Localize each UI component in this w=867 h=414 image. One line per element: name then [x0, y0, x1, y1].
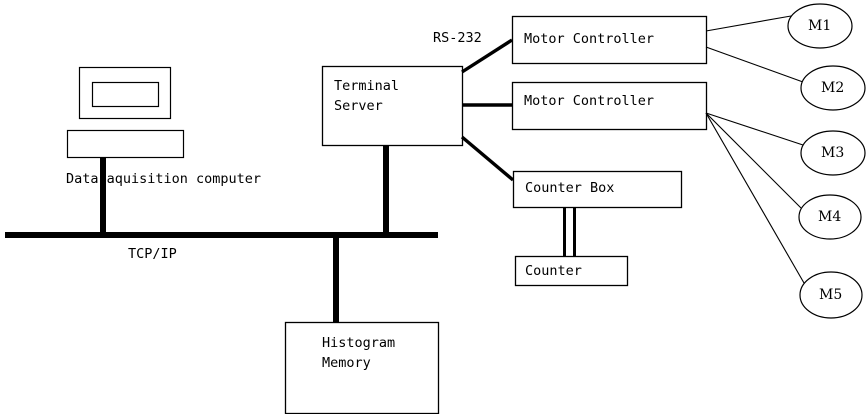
tcp-ip-label: TCP/IP — [128, 246, 177, 262]
link-terminal-server-to-counter-box — [460, 135, 515, 182]
link-mc1-to-m2 — [705, 46, 804, 83]
link-counter-box-to-counter-b — [573, 207, 576, 257]
motor-m3-label: M3 — [821, 145, 845, 161]
terminal-server-label: Terminal Server — [334, 78, 400, 114]
motor-m2-label: M2 — [821, 80, 845, 96]
link-mc2-to-m5 — [705, 112, 805, 284]
link-mc1-to-m1 — [705, 15, 792, 32]
data-acquisition-computer-label: Data aquisition computer — [66, 171, 262, 187]
monitor-inner-screen — [91, 81, 160, 108]
counter-box-label: Counter Box — [525, 180, 615, 196]
motor-controller-1-label: Motor Controller — [524, 31, 655, 47]
link-histogram-to-bus — [333, 235, 339, 323]
motor-m5-label: M5 — [819, 287, 843, 303]
link-terminal-server-to-bus — [383, 145, 389, 236]
link-computer-to-bus — [100, 157, 106, 235]
motor-m1-label: M1 — [808, 18, 832, 34]
link-mc2-to-m4 — [705, 112, 802, 209]
motor-m4-label: M4 — [818, 209, 842, 225]
link-counter-box-to-counter-a — [563, 207, 566, 257]
computer-base — [66, 129, 185, 159]
counter-label: Counter — [525, 263, 582, 279]
tcp-ip-bus-line — [5, 232, 438, 238]
monitor-screen — [78, 66, 172, 120]
motor-controller-2-label: Motor Controller — [524, 93, 655, 109]
histogram-memory-label: Histogram Memory — [322, 335, 396, 371]
link-mc2-to-m3 — [705, 112, 804, 146]
rs-232-label: RS-232 — [433, 30, 482, 46]
